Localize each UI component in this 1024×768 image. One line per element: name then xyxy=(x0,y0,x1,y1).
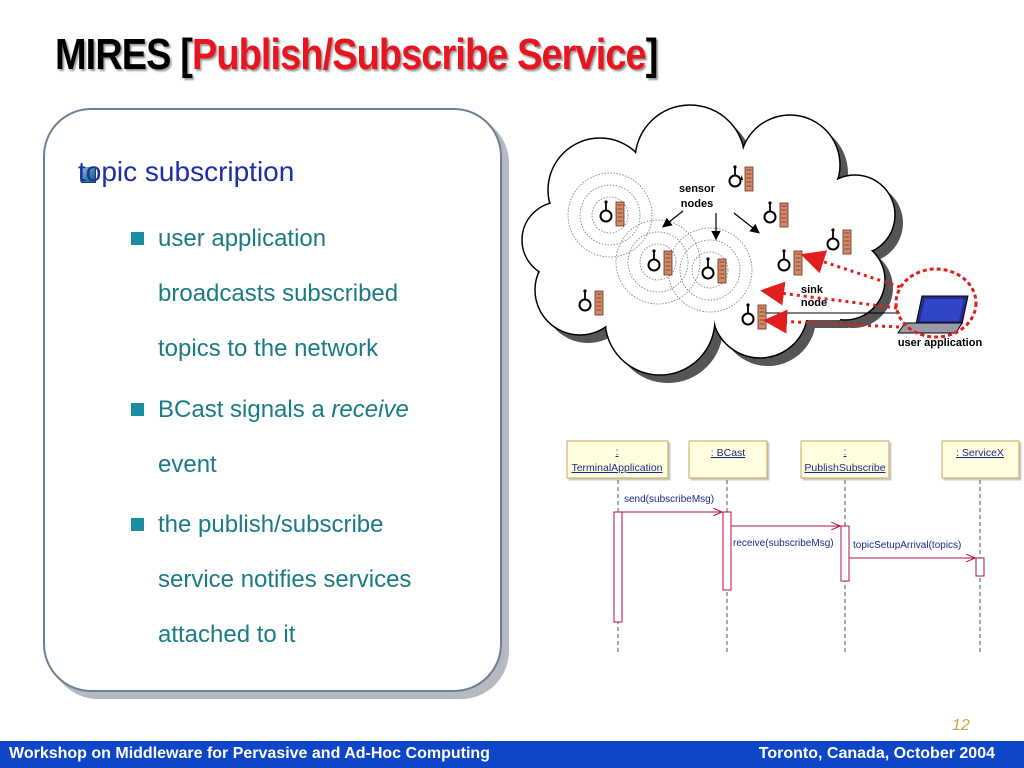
sub-bullet-1: user application broadcasts subscribed t… xyxy=(158,211,488,376)
lifelines xyxy=(617,480,981,652)
sensor-label-1: sensor xyxy=(679,183,716,195)
participant-3-line-1: : xyxy=(844,446,847,458)
sub-bullet-2-line-2: event xyxy=(158,451,217,478)
message-2-label: receive(subscribeMsg) xyxy=(733,538,834,549)
participant-2-line-1: : BCast xyxy=(711,447,746,459)
laptop-icon xyxy=(897,295,969,334)
footer-right-text: Toronto, Canada, October 2004 xyxy=(758,745,995,762)
title-prefix: MIRES [ xyxy=(55,30,193,79)
sub-bullet-1-line-2: broadcasts subscribed xyxy=(158,280,399,307)
participant-3-line-2: PublishSubscribe xyxy=(804,462,885,474)
sensor-label-2: nodes xyxy=(681,198,713,210)
broadcast-arrows xyxy=(760,250,901,334)
sub-bullet-1-line-1: user application xyxy=(158,225,327,252)
sub-bullet-3: the publish/subscribe service notifies s… xyxy=(158,497,488,662)
activation-publish-subscribe xyxy=(840,525,850,582)
activation-service-x xyxy=(975,557,985,577)
sub-bullet-3-line-2: service notifies services xyxy=(158,566,412,593)
sub-bullet-3-line-1: the publish/subscribe xyxy=(158,511,384,538)
sensor-label-arrows xyxy=(662,210,760,241)
sub-bullet-3-line-3: attached to it xyxy=(158,621,296,648)
sink-label-1: sink xyxy=(801,284,824,296)
message-1-label: send(subscribeMsg) xyxy=(624,494,714,505)
sub-bullet-marker-icon xyxy=(131,403,144,416)
title-highlight: Publish/Subscribe Service xyxy=(191,30,647,79)
participant-bcast xyxy=(688,440,768,479)
footer-left-text: Workshop on Middleware for Pervasive and… xyxy=(9,745,490,762)
sub-bullet-2-pre: BCast signals a xyxy=(158,396,332,423)
sub-bullet-marker-icon xyxy=(131,232,144,245)
main-bullet-marker-icon xyxy=(80,167,95,182)
user-application-label: user application xyxy=(898,337,983,349)
content-box xyxy=(43,108,502,692)
participant-1-line-2: TerminalApplication xyxy=(571,462,662,474)
message-3-label: topicSetupArrival(topics) xyxy=(853,540,961,551)
sub-bullet-1-line-3: topics to the network xyxy=(158,335,379,362)
slide-title: MIRES [Publish/Subscribe Service] xyxy=(55,30,659,80)
user-application-highlight xyxy=(894,267,978,339)
activation-bcast xyxy=(722,511,732,591)
participant-service-x xyxy=(941,440,1020,479)
title-suffix: ] xyxy=(645,30,659,79)
sub-bullet-2-em: receive xyxy=(331,396,409,423)
sub-bullet-2: BCast signals a receive event xyxy=(158,382,488,492)
activation-terminal xyxy=(613,511,623,623)
participant-terminal-application xyxy=(566,440,669,479)
sub-bullet-marker-icon xyxy=(131,518,144,531)
page-number: 12 xyxy=(952,717,970,734)
participant-4-line-1: : ServiceX xyxy=(956,447,1004,459)
participant-1-line-1: : xyxy=(616,446,619,458)
participant-publish-subscribe xyxy=(800,440,890,479)
radio-rings xyxy=(567,172,753,313)
sink-label-2: node xyxy=(801,297,827,309)
footer-bar: Workshop on Middleware for Pervasive and… xyxy=(0,741,1024,768)
sub-bullet-2-line-1: BCast signals a receive xyxy=(158,382,488,437)
main-bullet-text: topic subscription xyxy=(78,156,295,187)
